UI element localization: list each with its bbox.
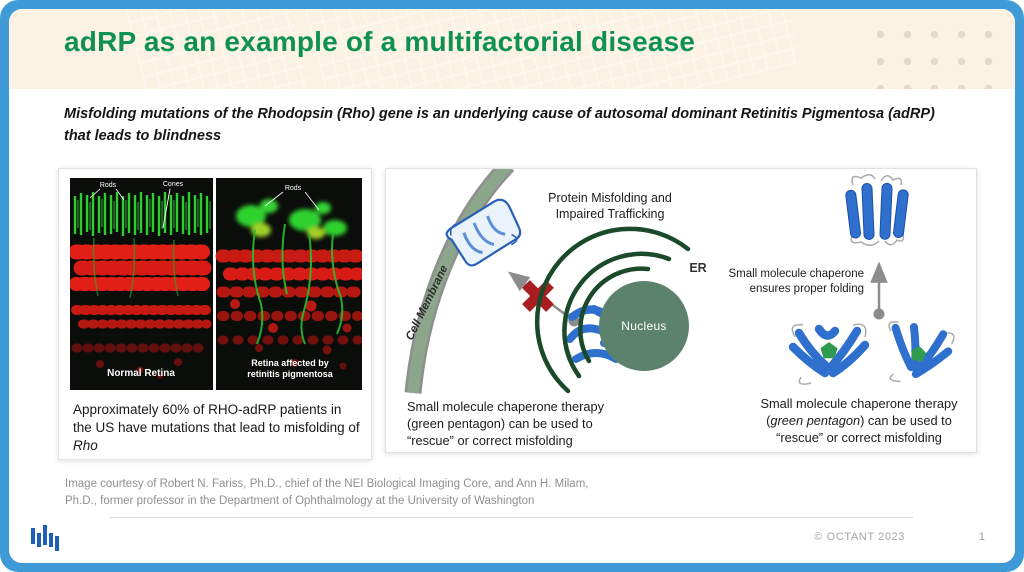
octant-logo-icon [31, 525, 59, 551]
er-label: ER [689, 261, 706, 275]
retina-panel-card: Rods Cones Normal Retina [58, 168, 372, 460]
rods-label-rp: Rods [285, 185, 302, 192]
green-pentagon-chaperone-icon [820, 342, 838, 359]
slide-subtitle: Misfolding mutations of the Rhodopsin (R… [64, 104, 964, 148]
chaperone-arrow-label-line2: ensures proper folding [750, 283, 864, 295]
subtitle-line1: Misfolding mutations of the Rhodopsin (R… [64, 106, 935, 122]
rp-retina-caption-line2: retinitis pigmentosa [247, 369, 334, 379]
cell-membrane [404, 169, 515, 394]
folded-protein-icon [845, 174, 909, 246]
normal-retina-photoreceptors [73, 192, 211, 236]
pathway-panel-card: Cell Membrane Protein Misfolding and Imp… [385, 168, 977, 453]
normal-retina-nuclei-layers [70, 237, 215, 379]
cones-label: Cones [163, 181, 184, 188]
misfolded-protein-with-chaperone-icon [788, 323, 870, 385]
chaperone-caption-line2-pre: ( [766, 413, 771, 429]
pathway-caption-line1: Small molecule chaperone therapy [407, 399, 605, 414]
slide-header: adRP as an example of a multifactorial d… [9, 9, 1015, 89]
rods-label: Rods [100, 182, 117, 189]
rp-retina-annotations: Rods Retina affected by retinitis pigmen… [247, 185, 334, 379]
credits-line2: Ph.D., former professor in the Departmen… [65, 494, 535, 507]
normal-retina-caption: Normal Retina [107, 368, 175, 379]
chaperone-caption-line2-italic: green pentagon [770, 413, 861, 429]
credits-line1: Image courtesy of Robert N. Fariss, Ph.D… [65, 478, 589, 490]
copyright-text: © OCTANT 2023 [814, 531, 905, 543]
subtitle-line2: that leads to blindness [64, 127, 222, 144]
green-pentagon-chaperone-icon [911, 346, 927, 362]
chaperone-caption-line3: “rescue” or correct misfolding [776, 430, 942, 446]
pathway-caption-line3: “rescue” or correct misfolding [407, 433, 573, 449]
red-x-block-icon [522, 280, 554, 312]
pathway-caption-line2: (green pentagon) can be used to [407, 416, 593, 432]
pathway-diagram: Cell Membrane Protein Misfolding and Imp… [404, 169, 955, 394]
page-number: 1 [978, 531, 985, 543]
pathway-caption: Small molecule chaperone therapy (green … [407, 398, 647, 449]
retina-panel-caption: Approximately 60% of RHO-adRP patients i… [73, 401, 361, 456]
misfolded-protein-with-chaperone-icon [888, 321, 955, 383]
slide-title: adRP as an example of a multifactorial d… [64, 26, 696, 57]
folding-arrow [870, 261, 888, 320]
nucleus-label: Nucleus [621, 319, 666, 333]
misfolding-title-line1: Protein Misfolding and [548, 191, 672, 205]
slide-canvas: adRP as an example of a multifactorial d… [9, 9, 1015, 563]
chaperone-caption-line1: Small molecule chaperone therapy [760, 396, 958, 411]
image-credits: Image courtesy of Robert N. Fariss, Ph.D… [65, 476, 588, 509]
chaperone-caption: Small molecule chaperone therapy (green … [738, 395, 976, 446]
membrane-protein-icon [445, 198, 522, 267]
rp-retina-caption-line1: Retina affected by [251, 358, 329, 368]
chaperone-arrow-label-line1: Small molecule chaperone [728, 268, 864, 280]
dots-pattern-decoration [863, 19, 1001, 89]
footer-divider [110, 517, 913, 518]
normal-retina-annotations: Rods Cones Normal Retina [89, 181, 184, 379]
retina-caption-italic: Rho [73, 438, 98, 454]
retina-caption-text: Approximately 60% of RHO-adRP patients i… [73, 402, 360, 436]
rp-retina-structures [215, 199, 362, 370]
retina-microscopy-image: Rods Cones Normal Retina [70, 178, 362, 390]
nucleus-circle [599, 281, 689, 371]
chaperone-caption-line2-post: ) can be used to [860, 413, 952, 429]
misfolding-title-line2: Impaired Trafficking [556, 207, 665, 221]
er-membranes [534, 226, 691, 394]
